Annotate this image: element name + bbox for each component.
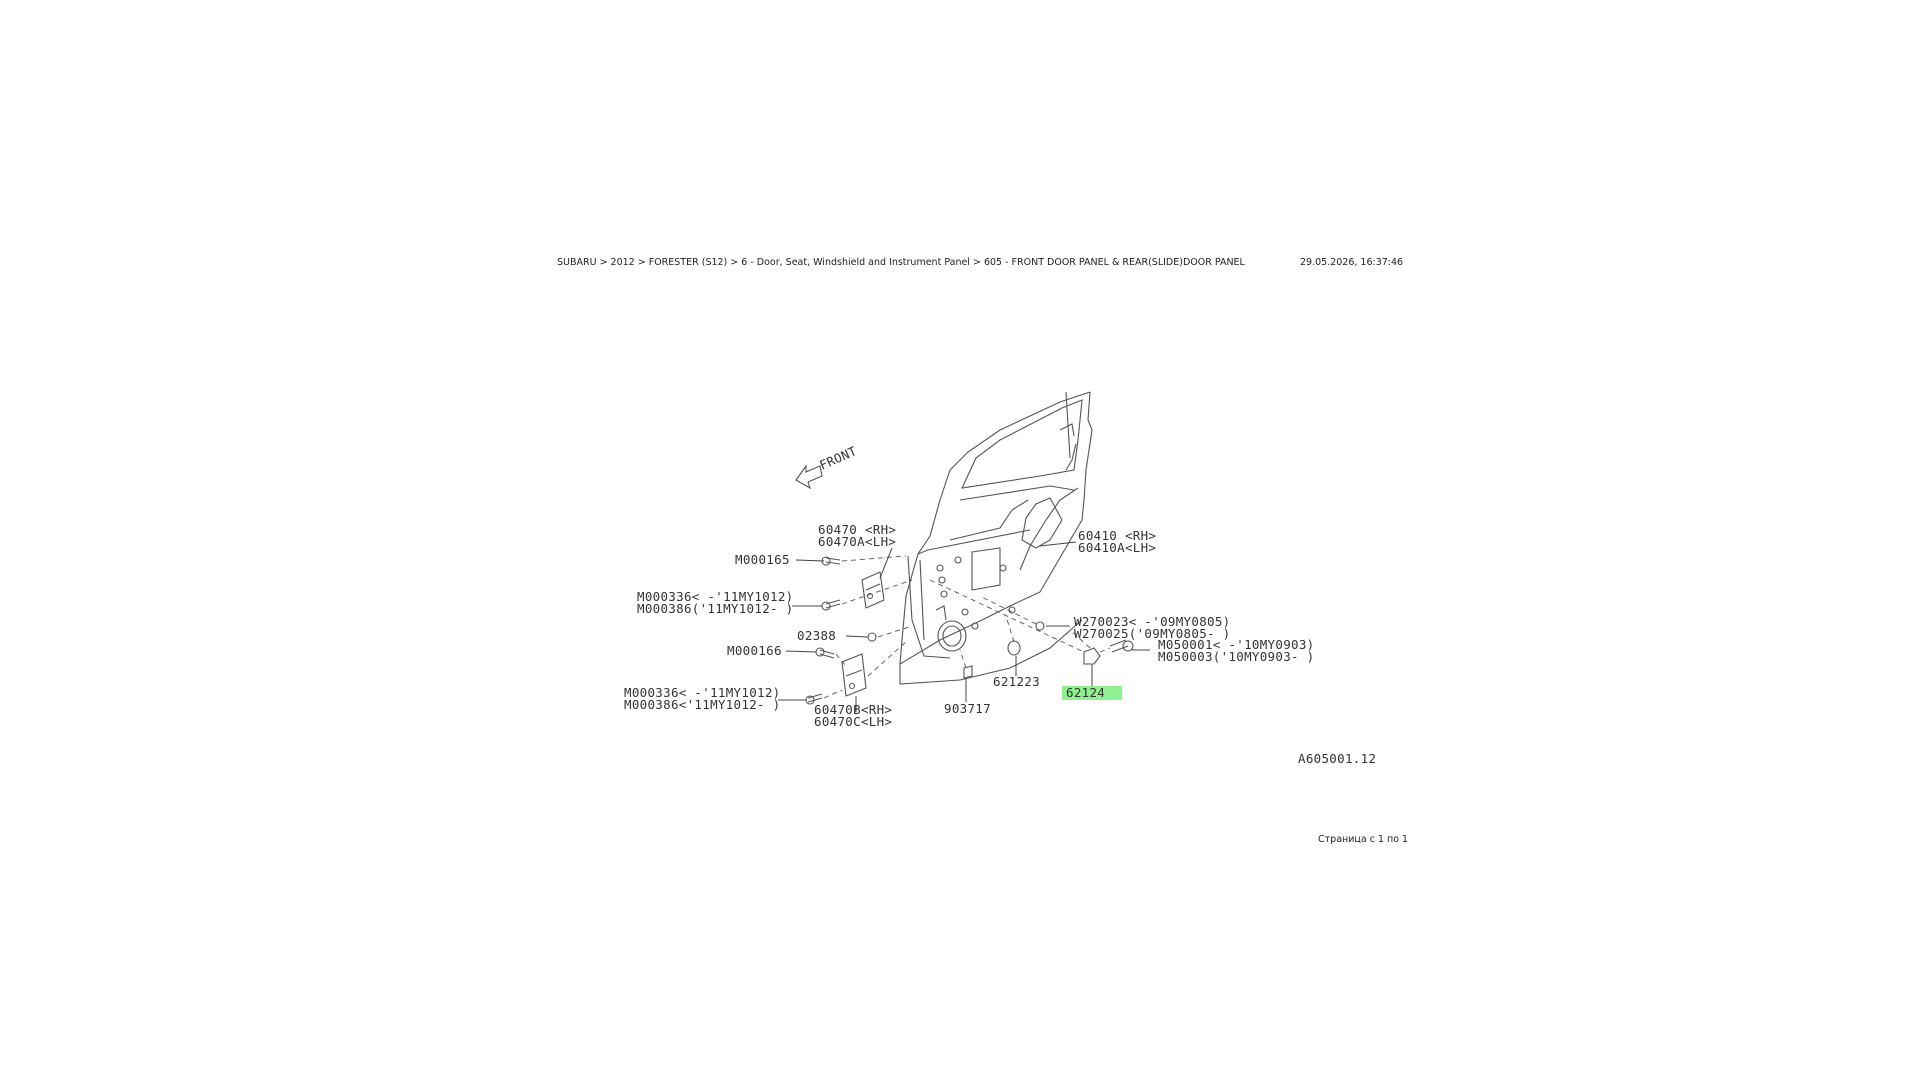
callout-903717[interactable]: 903717 xyxy=(944,701,991,716)
lower-hinge-drawing xyxy=(841,653,867,697)
screw-w270023-icon xyxy=(1035,621,1045,631)
door-panel-drawing xyxy=(899,391,1093,685)
callout-60470-rh[interactable]: 60470 <RH> xyxy=(818,522,896,537)
callout-w270025[interactable]: W270025('09MY0805- ) xyxy=(1074,626,1231,641)
bolt-02388-icon xyxy=(867,632,877,642)
callout-62124[interactable]: 62124 xyxy=(1066,685,1105,700)
callout-60410a-lh[interactable]: 60410A<LH> xyxy=(1078,540,1156,555)
callout-60410-rh[interactable]: 60410 <RH> xyxy=(1078,528,1156,543)
drawing-id: A605001.12 xyxy=(1298,751,1376,766)
callout-m000166[interactable]: M000166 xyxy=(727,643,782,658)
callout-m050003[interactable]: M050003('10MY0903- ) xyxy=(1158,649,1315,664)
bolt-m000336-upper-icon xyxy=(821,599,841,611)
bolt-m000166-icon xyxy=(815,647,835,659)
page-counter: Страница с 1 по 1 xyxy=(1318,834,1409,845)
front-arrow-icon xyxy=(795,464,823,490)
callout-02388[interactable]: 02388 xyxy=(797,628,836,643)
front-label: FRONT xyxy=(817,443,859,473)
callout-m000386-upper[interactable]: M000386('11MY1012- ) xyxy=(637,601,794,616)
upper-hinge-drawing xyxy=(861,571,885,609)
callout-60470c-lh[interactable]: 60470C<LH> xyxy=(814,714,892,729)
callout-m000165[interactable]: M000165 xyxy=(735,552,790,567)
print-timestamp: 29.05.2026, 16:37:46 xyxy=(1300,257,1404,268)
callout-m000336-upper[interactable]: M000336< -'11MY1012) xyxy=(637,589,794,604)
callout-m000336-lower[interactable]: M000336< -'11MY1012) xyxy=(624,685,781,700)
assembly-lines xyxy=(823,555,1111,699)
callout-60470b-rh[interactable]: 60470B<RH> xyxy=(814,702,892,717)
callout-621223[interactable]: 621223 xyxy=(993,674,1040,689)
bolt-m000165-icon xyxy=(821,556,841,566)
highlighted-part-background xyxy=(1062,686,1122,700)
callout-60470a-lh[interactable]: 60470A<LH> xyxy=(818,534,896,549)
callout-m050001[interactable]: M050001< -'10MY0903) xyxy=(1158,637,1315,652)
plug-621223-icon xyxy=(1007,640,1021,656)
screw-m050001-icon xyxy=(1109,639,1134,653)
breadcrumb: SUBARU > 2012 > FORESTER (S12) > 6 - Doo… xyxy=(557,257,1245,268)
nut-62124-icon xyxy=(1083,647,1101,665)
callout-m000386-lower[interactable]: M000386<'11MY1012- ) xyxy=(624,697,781,712)
callout-w270023[interactable]: W270023< -'09MY0805) xyxy=(1074,614,1231,629)
leader-lines xyxy=(778,541,1150,712)
clip-903717-icon xyxy=(963,665,973,679)
